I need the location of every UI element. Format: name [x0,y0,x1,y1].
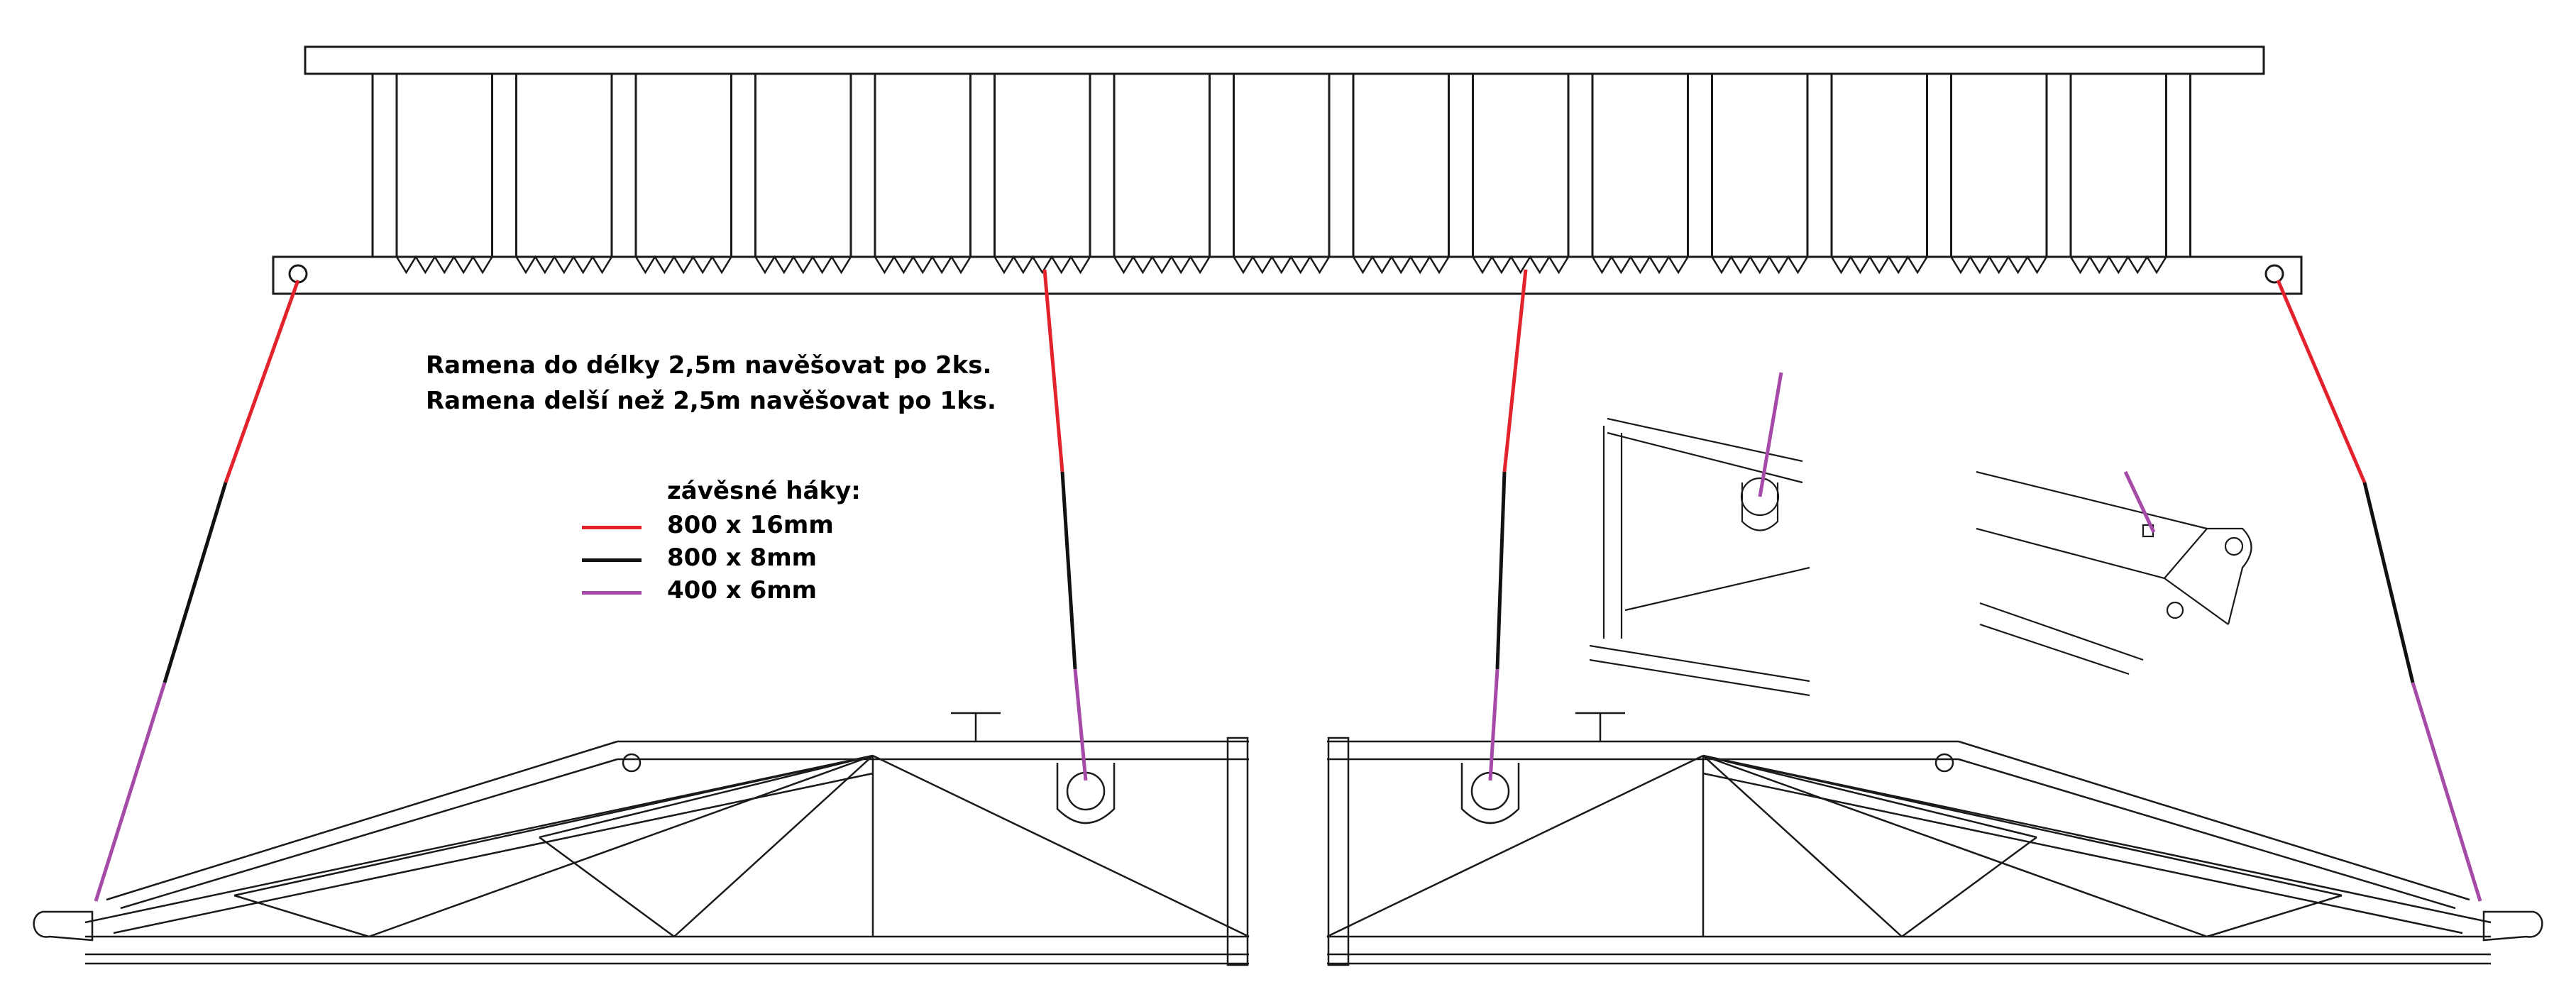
rack-teeth [395,255,2167,275]
cable-left-inner-black [1060,471,1077,670]
rack-top-beam [304,45,2265,75]
cable-detail-1-purple [1758,372,1783,497]
rack-post [491,72,517,258]
left-arm-lower-diagonal [84,754,874,934]
right-arm-lower-diagonal [1702,754,2492,934]
rack-post [849,72,876,258]
left-arm-truss [233,754,1250,938]
right-arm-truss [1326,754,2343,938]
legend-label: 800 x 16mm [667,511,834,539]
detail-inset-1 [1589,417,1810,697]
rack-post [1089,72,1116,258]
cable-right-outer-red [2276,280,2367,483]
hanging-instructions: Ramena do délky 2,5m navěšovat po 2ks. R… [426,348,996,419]
rack-post [1328,72,1355,258]
legend-swatch-red [582,526,642,529]
rack-post [730,72,756,258]
left-arm-hook-bracket [1056,763,1116,824]
left-arm-end-post [1226,737,1249,966]
cable-left-outer-red [224,280,300,483]
rack-post [2165,72,2191,258]
cable-left-outer-black [163,482,228,683]
rack-post [969,72,996,258]
cable-right-inner-black [1495,471,1507,670]
right-arm-hook-bracket [1460,763,1520,824]
rack-frame [272,45,2303,295]
legend-item: 800 x 16mm [582,511,880,544]
detail-2-bolt [2224,536,2244,556]
right-arm-bolt [1934,753,1954,773]
rack-post [371,72,398,258]
legend-item: 800 x 8mm [582,544,880,576]
legend-item: 400 x 6mm [582,576,880,609]
rack-post [1448,72,1474,258]
left-arm-bottom-rail [85,935,1249,965]
rack-post [1567,72,1594,258]
legend-swatch-purple [582,591,642,595]
legend-title: závěsné háky: [667,477,861,505]
rack-post [610,72,637,258]
rack-post [2045,72,2072,258]
left-boom-arm [33,712,1250,966]
cable-left-outer-purple [94,682,167,902]
right-arm-stand [1575,712,1625,741]
cable-detail-2-purple [2123,470,2156,534]
rack-posts [371,72,2191,258]
left-arm-stand [951,712,1001,741]
cable-left-inner-red [1042,269,1064,473]
left-arm-top-rail [106,740,1249,910]
detail-inset-2 [1976,470,2252,675]
right-boom-arm [1326,712,2543,966]
rack-post [1926,72,1952,258]
cable-right-inner-purple [1488,668,1499,781]
right-arm-bottom-rail [1327,935,2491,965]
detail-2-ring [2166,601,2184,619]
legend-label: 800 x 8mm [667,544,818,572]
instruction-line-1: Ramena do délky 2,5m navěšovat po 2ks. [426,351,992,380]
right-arm-end-post [1327,737,1350,966]
left-arm-bolt [622,753,642,773]
right-arm-tip [2482,910,2543,942]
hanging-cables [94,269,2482,902]
rack-right-hole [2264,264,2284,284]
legend-swatch-black [582,558,642,562]
left-arm-tip [33,910,94,942]
cable-left-inner-purple [1073,668,1088,781]
cable-right-inner-red [1502,269,1528,473]
cable-right-outer-purple [2411,682,2482,902]
cable-right-outer-black [2362,482,2415,683]
right-arm-top-rail [1327,740,2470,910]
legend-label: 400 x 6mm [667,576,818,605]
instruction-line-2: Ramena delší než 2,5m navěšovat po 1ks. [426,387,996,415]
rack-post [1209,72,1235,258]
rack-post [1687,72,1713,258]
rack-post [1806,72,1833,258]
